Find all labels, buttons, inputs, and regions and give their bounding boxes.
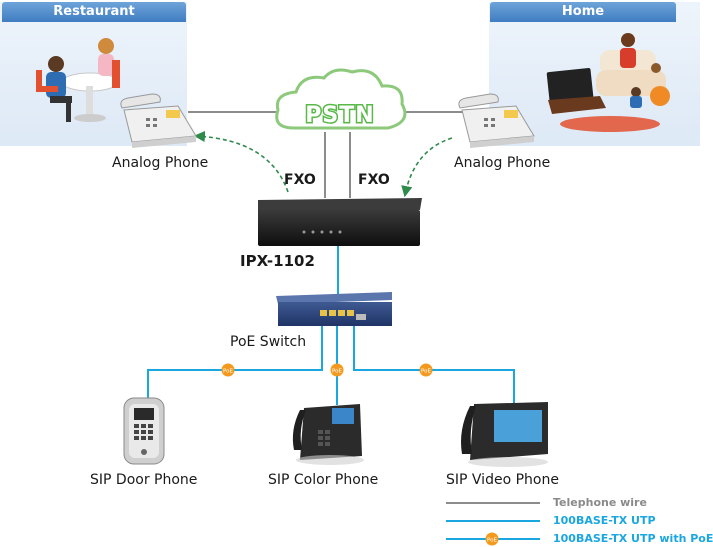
gateway-label: IPX-1102 — [240, 252, 315, 270]
legend-graphics: PoE — [446, 502, 540, 546]
poe-switch — [276, 292, 392, 326]
svg-text:PoE: PoE — [487, 538, 497, 544]
sip-video-phone — [461, 402, 548, 467]
svg-text:PoE: PoE — [223, 369, 233, 375]
telephone-wires — [188, 111, 468, 198]
svg-text:PoE: PoE — [332, 369, 342, 375]
pstn-label: PSTN — [305, 103, 374, 128]
sip-door-phone-label: SIP Door Phone — [90, 472, 198, 488]
analog-phone-right-label: Analog Phone — [454, 155, 551, 171]
poe-badges: PoE PoE PoE — [221, 363, 433, 377]
fxo-right-label: FXO — [358, 172, 390, 188]
poe-badge-door: PoE — [221, 363, 235, 377]
ipx-1102-gateway — [258, 198, 422, 246]
legend-utp-text: 100BASE-TX UTP — [553, 514, 656, 527]
home-header: Home — [490, 2, 676, 22]
dashed-arrows — [193, 130, 453, 198]
restaurant-header: Restaurant — [2, 2, 186, 22]
legend-poe-badge: PoE — [485, 532, 499, 546]
legend-telephone-wire-text: Telephone wire — [553, 496, 647, 509]
fxo-left-label: FXO — [284, 172, 316, 188]
analog-phone-right — [458, 93, 535, 148]
sip-color-phone — [292, 404, 364, 465]
svg-text:PoE: PoE — [421, 369, 431, 375]
legend-utp-poe-text: 100BASE-TX UTP with PoE — [553, 532, 713, 545]
poe-badge-video: PoE — [419, 363, 433, 377]
pstn-cloud: PSTN — [275, 68, 407, 130]
poe-badge-color: PoE — [330, 363, 344, 377]
analog-phone-left — [120, 93, 197, 148]
home-scene-illustration — [546, 33, 670, 132]
poe-switch-label: PoE Switch — [230, 334, 307, 350]
sip-video-phone-label: SIP Video Phone — [446, 472, 559, 488]
restaurant-scene-illustration — [36, 38, 120, 122]
sip-door-phone — [123, 397, 165, 465]
analog-phone-left-label: Analog Phone — [112, 155, 209, 171]
sip-color-phone-label: SIP Color Phone — [268, 472, 379, 488]
